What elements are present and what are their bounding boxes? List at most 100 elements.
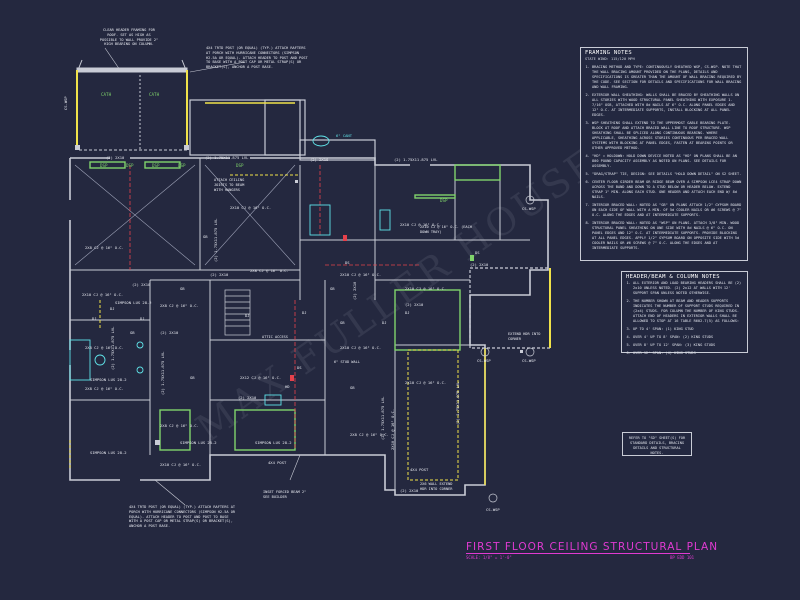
label-joist: 2x10 CJ @ 16" O.C. (405, 286, 447, 291)
label-dj: DJ (110, 306, 115, 311)
label-ds: DS (475, 250, 480, 255)
header-note: OVER 4' UP TO 8' SPAN: (2) KING STUDS (633, 335, 743, 340)
label-dj: DJ (405, 310, 410, 315)
label-header: (2) 2x10 (210, 272, 229, 277)
sheet-id: BP EDD 101 (670, 555, 695, 560)
callout-clear-header: CLEAR HEADER FRAMING FOR ROOF. SET AS HI… (99, 28, 159, 47)
sink-fixture (312, 135, 330, 147)
label-post: 4x4 POST (410, 467, 429, 472)
porch-top-beam (76, 67, 188, 73)
label-joist: 2x8 CJ @ 16" O.C. (85, 345, 124, 350)
label-header: (2) 2x10 (238, 395, 257, 400)
framing-note: CENTER FLOOR GIRDER BEAM OR RIDGE BEAM O… (592, 180, 743, 200)
label-simpson: SIMPSON LUS 28-2 (90, 377, 127, 382)
label-simpson: SIMPSON LUS 28-2 (115, 300, 152, 305)
label-cs-wsp: CS-WSP (522, 206, 536, 211)
label-header: (2) 2x10 (106, 155, 125, 160)
label-cath-right: CATH (149, 92, 160, 97)
label-header: (2) 2x10 (400, 488, 419, 493)
shower-fixture (309, 204, 331, 236)
label-joist: 2x8 CJ @ 16" O.C. (160, 303, 199, 308)
framing-note: INTERIOR BRACED WALL: NOTED AS "GB" ON P… (592, 203, 743, 218)
label-dj: DJ (382, 320, 387, 325)
label-dsp: DSP (126, 163, 134, 168)
porch-top-left (76, 59, 188, 151)
label-gb: GB (330, 286, 335, 291)
framing-notes-panel: FRAMING NOTES STATE WIND: 115/120 MPH BR… (580, 47, 748, 261)
header-note: THE NUMBER SHOWN AT BEAM AND HEADER SUPP… (633, 299, 743, 324)
staircase (224, 289, 251, 336)
framing-notes-subheading: STATE WIND: 115/120 MPH (585, 57, 635, 61)
label-simpson: SIMPSON LUS 28-2 (255, 440, 292, 445)
plan-scale: SCALE: 1/8" = 1'-0" (466, 555, 512, 560)
sink-fixture-2 (264, 394, 282, 406)
label-beam: (2) 1.75x11.875 LVL (394, 157, 438, 162)
framing-notes-list: BRACING METHOD AND TYPE: CONTINUOUSLY SH… (585, 65, 743, 251)
label-beam-vertical: (2) 1.75x11.875 LVL (213, 218, 218, 262)
header-note: ALL EXTERIOR AND LOAD BEARING HEADERS SH… (633, 281, 743, 296)
label-joist-vertical: 2x10 CJ @ 16" O.C. (390, 408, 395, 450)
label-gb: GB (340, 320, 345, 325)
label-cs-wsp: CS-WSP (477, 358, 491, 363)
header-note: OVER 12' SPAN: (4) KING STUDS (633, 351, 743, 356)
label-joist: 2x10 CJ @ 16" O.C. (340, 345, 382, 350)
label-dsp: DSP (178, 163, 186, 168)
callout-attach-ceiling: ATTACH CEILING JOISTS TO BEAM WITH HANGE… (214, 178, 245, 192)
toilet-fixture (94, 354, 106, 366)
label-gb: GB (350, 385, 355, 390)
label-beam-vertical: (2) 1.75x11.875 LVL (380, 396, 385, 440)
label-ds: DS (297, 365, 302, 370)
label-gb: GB (203, 234, 208, 239)
label-header: (2) 2x10 (310, 157, 329, 162)
header-notes-heading: HEADER/BEAM & COLUMN NOTES (626, 274, 720, 280)
hidden-beams-red (129, 165, 420, 450)
label-cath-left: CATH (101, 92, 112, 97)
main-building (69, 157, 549, 496)
framing-note: "HD" = HOLDOWN: HOLD DOWN DEVICE NOTED A… (592, 154, 743, 169)
refer-note-text: REFER TO "SD" SHEET(S) FOR STANDARD DETA… (628, 436, 686, 455)
label-header: (2) 2x10 (132, 282, 151, 287)
framing-note: INTERIOR BRACED WALL: NOTED AS "WSP" ON … (592, 221, 743, 251)
label-joist: 2x12 CJ @ 16" O.C. (240, 375, 282, 380)
label-cs-wsp: CS-WSP (522, 358, 536, 363)
callout-porch-post-top: 4x4 TRTD POST (OR EQUAL) (TYP.) ATTACH R… (206, 46, 308, 70)
label-beam-vertical: (2) 1.75x11.875 LVL (110, 326, 115, 370)
label-simpson: SIMPSON LUS 28-2 (180, 440, 217, 445)
label-joist: 2x8 CJ @ 16" O.C. (350, 432, 389, 437)
callout-stud-wall: 6" STUD WALL (334, 360, 360, 364)
callout-extend-header: EXTEND HDR INTO CORNER (508, 332, 541, 341)
label-cant: 6" CANT (336, 133, 353, 138)
label-joist: 2x8 CJ @ 16" O.C. (85, 245, 124, 250)
label-hd: HD (285, 384, 290, 389)
label-dsp: DSP (152, 163, 160, 168)
label-joist: 2x10 CJ @ 16" O.C. (400, 222, 442, 227)
framing-note: BRACING METHOD AND TYPE: CONTINUOUSLY SH… (592, 65, 743, 90)
plan-title: FIRST FLOOR CEILING STRUCTURAL PLAN (466, 541, 719, 553)
callout-extend-header-2: 2x6 WALL EXTEND HDR INTO CORNER (420, 482, 453, 491)
label-joist: 2x10 CJ @ 16" O.C. (340, 272, 382, 277)
label-beam: (2) 1.75x11.875 LVL (205, 155, 249, 160)
label-post: 4x4 POST (268, 460, 287, 465)
label-joist: 2x10 CJ @ 16" O.C. (82, 292, 124, 297)
label-header: (2) 2x10 (470, 262, 489, 267)
label-header: (2) 2x10 (160, 330, 179, 335)
header-note: UP TO 4' SPAN: (1) KING STUD (633, 327, 743, 332)
label-cs-wsp: CS-WSP (486, 507, 500, 512)
header-notes-list: ALL EXTERIOR AND LOAD BEARING HEADERS SH… (626, 281, 743, 356)
label-joist: 2x8 CJ @ 16" O.C. (85, 386, 124, 391)
label-dj: DJ (92, 316, 97, 321)
fixtures-cyan (69, 135, 391, 406)
grid-markers (480, 195, 535, 503)
label-beam-vertical: (2) 1.75x11.875 LVL (160, 351, 165, 395)
vault-markers (74, 164, 296, 266)
label-dj: DJ (302, 310, 307, 315)
callout-flush-beam: INSET FORCED BEAM 2" SEE BUILDER (263, 490, 307, 499)
leader-lines (104, 47, 301, 506)
label-dj: DJ (140, 316, 145, 321)
label-dsp: DSP (440, 198, 448, 203)
label-joist: 2x10 CJ @ 16" O.C. (160, 462, 202, 467)
hd-marks (290, 235, 474, 381)
framing-note: EXTERIOR WALL SHEATHING: WALLS SHALL BE … (592, 93, 743, 118)
label-dsp: DSP (236, 163, 244, 168)
